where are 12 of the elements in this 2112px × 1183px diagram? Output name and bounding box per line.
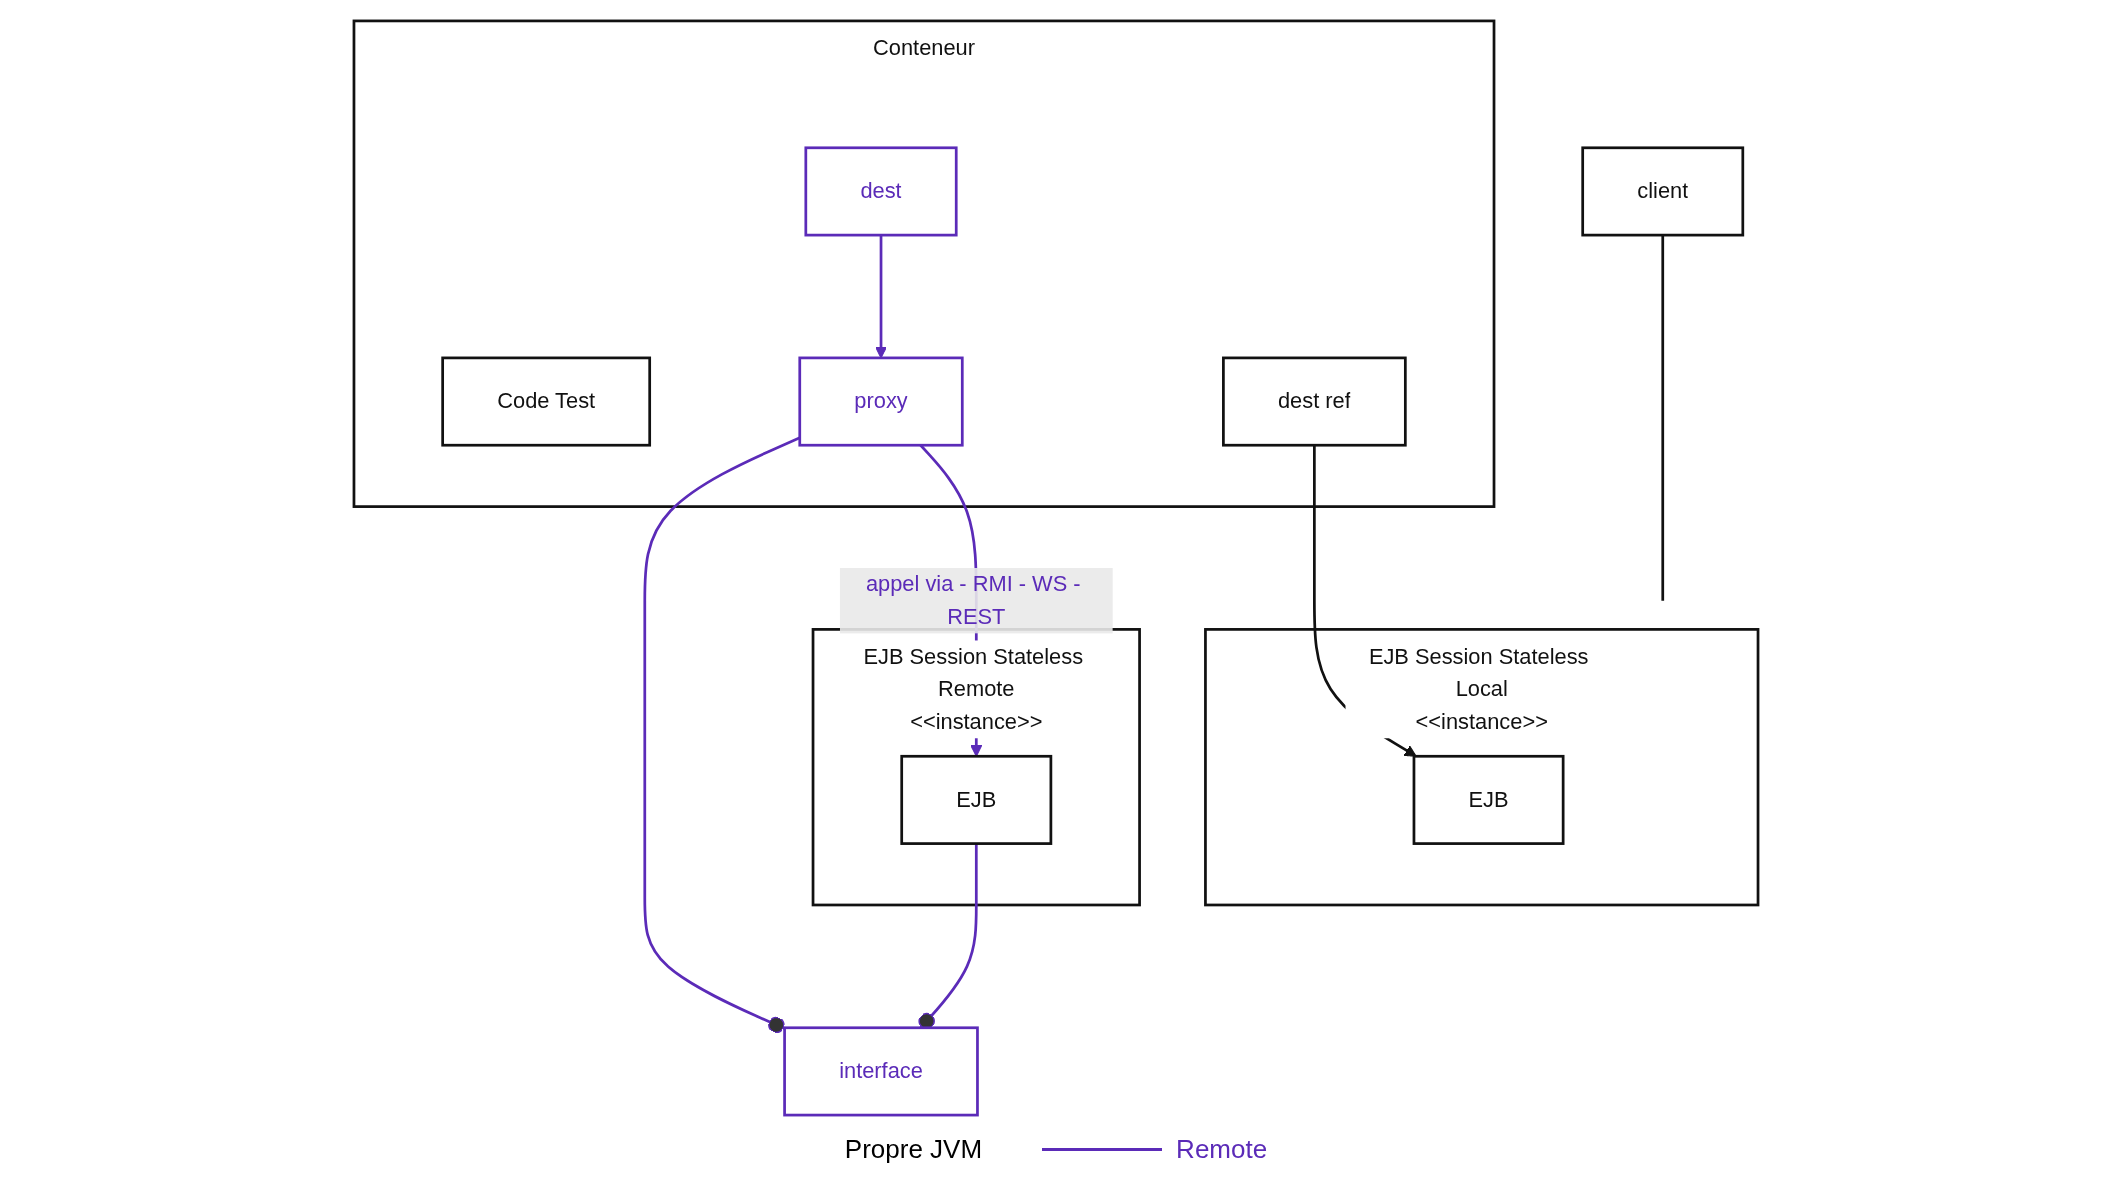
- node-box: proxy: [798, 356, 964, 447]
- note-text: Propre JVM: [844, 1134, 983, 1165]
- node-box: client: [1581, 146, 1745, 237]
- node-box: EJB: [900, 754, 1053, 845]
- node-box: Code Test: [441, 356, 652, 447]
- legend-text: Remote: [1176, 1134, 1268, 1165]
- node-box: dest: [804, 146, 958, 237]
- node-box: interface: [783, 1026, 979, 1117]
- node-box: EJB: [1412, 754, 1565, 845]
- edge-label: appel via - RMI - WS - REST: [865, 572, 1081, 629]
- connector: [1661, 235, 1665, 601]
- node-box: dest ref: [1222, 356, 1407, 447]
